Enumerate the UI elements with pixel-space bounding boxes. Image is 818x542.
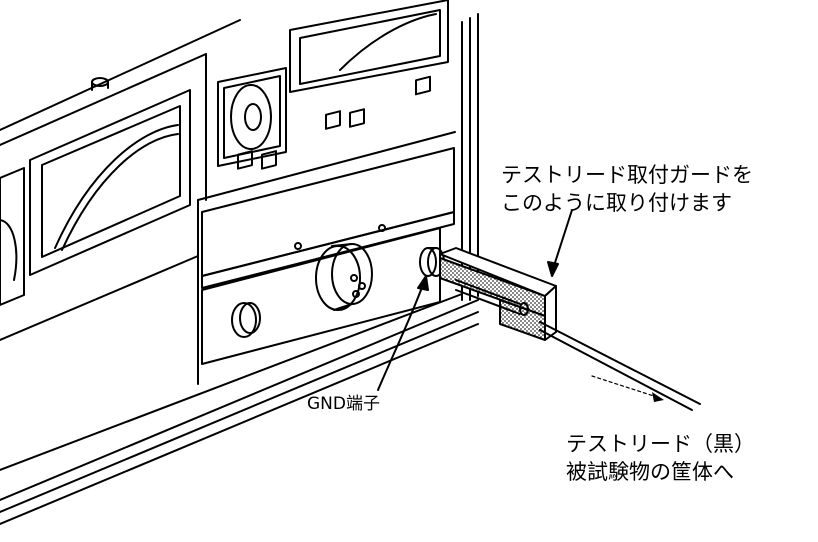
guard-caption-line2: このように取り付けます <box>501 191 732 215</box>
gnd-caption: GND端子 <box>307 394 380 414</box>
guard-caption: テストリード取付ガードを このように取り付けます <box>501 161 753 217</box>
button-panel <box>201 75 455 289</box>
lead-caption: テストリード（黒） 被試験物の筐体へ <box>566 430 755 486</box>
gnd-terminal <box>419 247 445 277</box>
lead-caption-line2: 被試験物の筐体へ <box>566 460 734 484</box>
dial-frame <box>217 67 287 167</box>
cabinet-bottom-edge <box>0 293 479 525</box>
test-lead-wire <box>539 321 701 411</box>
guard-arrow <box>547 209 573 277</box>
lead-arrow <box>591 375 664 402</box>
top-right-meter <box>289 0 449 93</box>
lower-panel <box>201 227 441 365</box>
guard-caption-line1: テストリード取付ガードを <box>501 163 753 187</box>
upper-panel-frame <box>0 19 456 385</box>
gnd-arrow <box>377 275 429 391</box>
left-meter <box>29 89 191 276</box>
lead-caption-line1: テストリード（黒） <box>566 432 755 456</box>
left-meter-edge <box>0 167 25 306</box>
top-knob <box>91 77 109 91</box>
test-lead-guard <box>439 247 557 341</box>
